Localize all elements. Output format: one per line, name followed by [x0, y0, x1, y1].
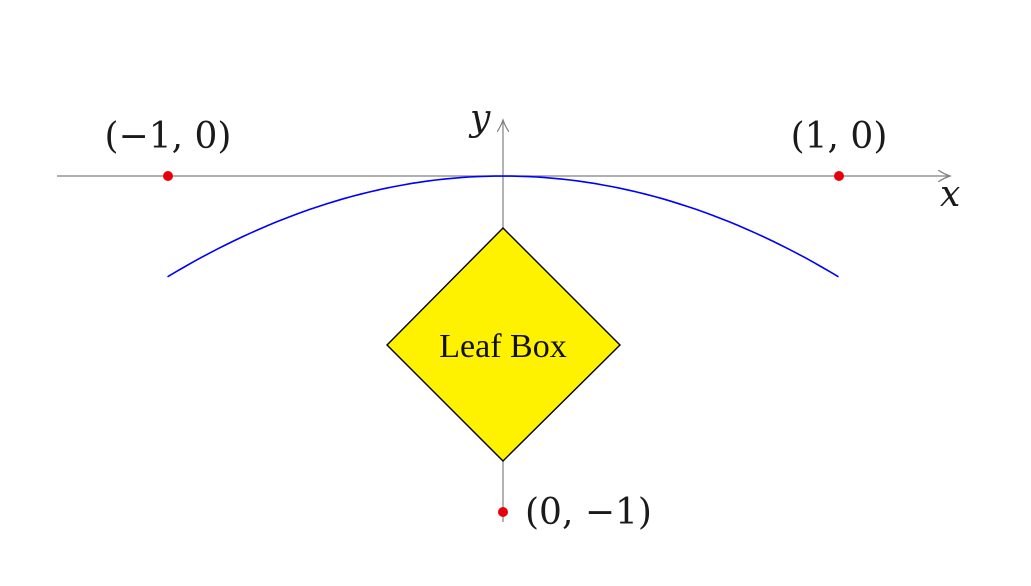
- leaf-box-diamond: [386, 227, 621, 462]
- point-bottom-label: (0, −1): [525, 492, 652, 533]
- parabola-curve: [167, 175, 839, 278]
- point-left-label: (−1, 0): [105, 116, 232, 157]
- point-left: [163, 171, 173, 181]
- y-axis-label: y: [468, 98, 491, 139]
- leaf-box-label: Leaf Box: [439, 328, 566, 365]
- x-axis-label: x: [940, 174, 960, 215]
- point-bottom: [498, 507, 508, 517]
- point-right: [834, 171, 844, 181]
- point-right-label: (1, 0): [791, 116, 888, 157]
